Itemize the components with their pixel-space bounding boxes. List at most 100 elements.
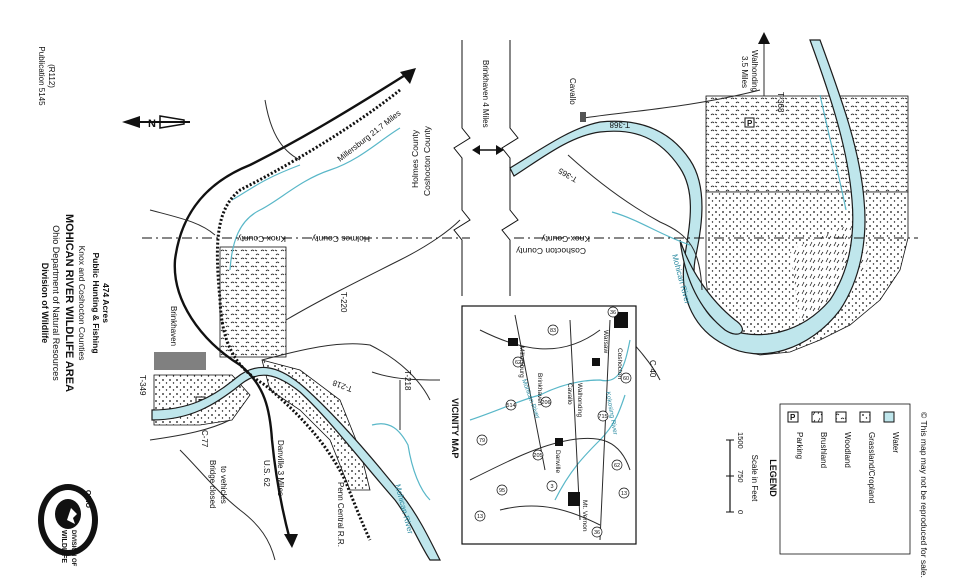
- title-block: Publication 5145 (R112) Division of Wild…: [37, 46, 111, 392]
- label-walhonding-2: 3.5 Miles: [740, 56, 749, 88]
- vicinity-danville-block: [555, 438, 563, 446]
- label-c40: C-40: [648, 360, 657, 378]
- label-brinkhaven-distance: Brinkhaven 4 Miles: [481, 60, 490, 128]
- parking-icon-east: P: [744, 117, 755, 128]
- woodland-area-north: [219, 246, 287, 358]
- vicinity-label-danville: Danville: [554, 450, 561, 474]
- cavallo-marker: [580, 112, 586, 122]
- label-coshocton-county-e: Coshocton County: [515, 246, 586, 256]
- legend-item-woodland: Woodland: [835, 411, 852, 468]
- svg-text:13: 13: [621, 491, 627, 497]
- svg-text:36: 36: [610, 310, 616, 316]
- vicinity-label-cavallo: Cavallo: [566, 383, 573, 405]
- label-us62: U.S. 62: [262, 460, 271, 487]
- label-t218-b: T-218: [403, 370, 412, 391]
- svg-text:62: 62: [515, 360, 521, 366]
- label-holmes-county-n: Holmes County: [410, 129, 420, 188]
- vicinity-label-millersburg: Millersburg: [518, 346, 525, 378]
- svg-text:P: P: [747, 119, 753, 128]
- vicinity-millersburg-block: [508, 338, 518, 346]
- vicinity-road-3: [499, 505, 601, 526]
- vicinity-label-mtvernon: Mt. Vernon: [581, 500, 588, 532]
- legend-frame: [779, 403, 911, 555]
- svg-text:3: 3: [550, 484, 553, 490]
- label-t368-b: T-368: [776, 92, 785, 113]
- label-brinkhaven: Brinkhaven: [169, 306, 178, 346]
- logo-top-text: OHIO: [84, 490, 91, 508]
- svg-text:P: P: [790, 413, 796, 422]
- west-map: P Millersburg 21.7 Miles Brinkhaven Knox…: [138, 68, 470, 561]
- label-t365: T-365: [556, 166, 579, 184]
- label-knox-county-w: Knox County: [237, 234, 286, 244]
- vicinity-road-4: [514, 314, 611, 541]
- legend-title: LEGEND: [768, 459, 778, 497]
- label-c77: C-77: [200, 430, 209, 448]
- stream-north: [229, 127, 401, 271]
- vicinity-road-1: [479, 329, 601, 350]
- page-title: MOHICAN RIVER WILDLIFE AREA: [63, 214, 75, 392]
- label-cavallo: Cavallo: [568, 78, 577, 105]
- scale-tick-0: 0: [736, 510, 745, 514]
- penn-central-railroad: [215, 88, 401, 541]
- vicinity-shields: 62 83 36 60 514 206 715 79 205 3 95 13 6…: [474, 306, 632, 538]
- cropland-block: [154, 352, 206, 370]
- publication-revision: (R112): [47, 64, 56, 88]
- vicinity-road-2: [469, 437, 631, 481]
- label-t349: T-349: [138, 375, 147, 396]
- label-knox-county-e: Knox County: [541, 234, 590, 244]
- north-arrow-icon: N: [122, 115, 190, 130]
- woodland-area-east-north: [705, 95, 909, 193]
- label-holmes-county-w: Holmes County: [311, 234, 370, 244]
- road-t368: [583, 89, 761, 119]
- mohican-river-west: [151, 366, 441, 561]
- label-millersburg: Millersburg 21.7 Miles: [336, 109, 403, 164]
- use-subtitle: Public Hunting & Fishing: [91, 252, 101, 353]
- svg-text:206: 206: [541, 400, 550, 406]
- department-name: Ohio Department of Natural Resources: [51, 225, 61, 381]
- svg-text:715: 715: [598, 414, 607, 420]
- woodland-area-south: [261, 359, 371, 491]
- legend: 0 750 1500 Scale in Feet LEGEND P Parkin…: [726, 403, 911, 555]
- label-coshocton-county-n: Coshocton County: [422, 125, 432, 196]
- svg-text:Parking: Parking: [795, 432, 804, 459]
- label-t220: T-220: [339, 292, 348, 313]
- arrow-right-icon: [496, 145, 504, 155]
- label-walhonding-1: Walhonding: [750, 50, 759, 92]
- svg-text:Woodland: Woodland: [843, 432, 852, 468]
- svg-text:36: 36: [594, 530, 600, 536]
- vicinity-mtvernon-block: [568, 492, 580, 506]
- east-map: P Cavallo T-368 T-368 T-365 C-40 Knox Co…: [509, 32, 918, 381]
- us62-north-arrow-icon: [400, 68, 416, 84]
- stream-east-north: [819, 94, 847, 211]
- publication-number: Publication 5145: [37, 46, 46, 106]
- legend-item-brushland: Brushland: [811, 411, 828, 468]
- stream-northwest: [231, 164, 301, 201]
- mohican-river-east: [509, 39, 866, 355]
- svg-text:205: 205: [533, 453, 542, 459]
- scale-bar: 0 750 1500 Scale in Feet: [726, 432, 759, 514]
- vicinity-title: VICINITY MAP: [450, 398, 460, 458]
- road-southwest: [179, 449, 276, 561]
- vicinity-map: VICINITY MAP 62 83 36 60 514 206 715 79 …: [450, 305, 637, 545]
- label-t368: T-368: [609, 120, 630, 129]
- copyright-notice: © This map may not be reproduced for sal…: [919, 412, 929, 578]
- agency-name: Division of Wildlife: [40, 263, 50, 343]
- label-bridge-2: to vehicles: [219, 466, 228, 504]
- counties-subtitle: Knox and Coshocton Counties: [77, 246, 87, 361]
- county-line-holmes-coshocton: Holmes County Coshocton County Brinkhave…: [410, 40, 519, 296]
- us-62-road: [173, 70, 411, 541]
- label-bridge-1: Bridge closed: [208, 460, 217, 508]
- road-t365: [567, 154, 703, 291]
- scale-tick-1500: 1500: [736, 432, 745, 449]
- svg-text:95: 95: [499, 488, 505, 494]
- road-t218b: [371, 371, 441, 430]
- label-danville: Danville 3 Miles: [276, 440, 285, 496]
- stream-east: [371, 423, 431, 501]
- vicinity-coshocton-block: [614, 312, 628, 328]
- brushland-area-east: [790, 220, 870, 320]
- wildlife-logo: OHIO DIVISION OF WILDLIFE: [38, 484, 98, 567]
- vicinity-warsaw-block: [592, 358, 600, 366]
- svg-text:60: 60: [623, 376, 629, 382]
- svg-text:514: 514: [506, 403, 515, 409]
